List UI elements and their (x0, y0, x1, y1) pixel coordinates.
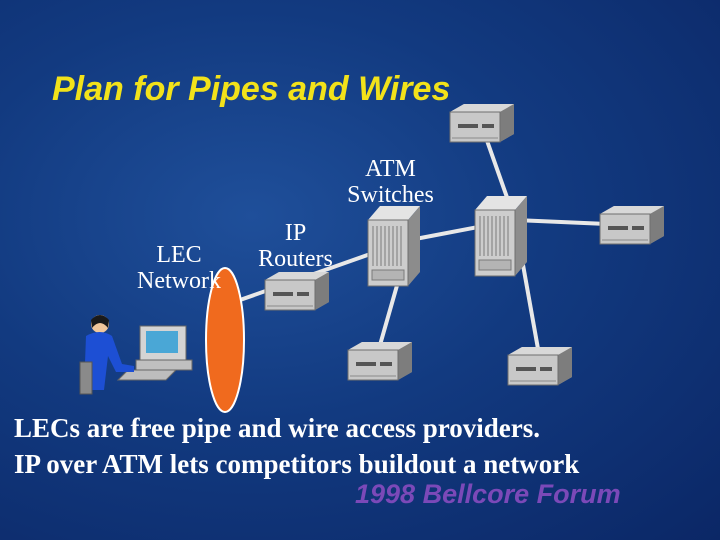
server-icon[interactable] (347, 341, 413, 381)
user-workstation-icon (79, 315, 193, 395)
atm-label-line: ATM (365, 156, 416, 182)
slide-title: Plan for Pipes and Wires (52, 70, 451, 108)
footer-text: 1998 Bellcore Forum (355, 479, 621, 509)
server-icon[interactable] (507, 346, 573, 386)
lec-boundary-ellipse (205, 267, 245, 413)
ip-label-line: IP (284, 220, 307, 246)
bullet-line: LECs are free pipe and wire access provi… (14, 413, 540, 443)
atm-switches-label: ATM Switches (338, 156, 443, 208)
ip-routers-label: IP Routers (243, 220, 348, 272)
server-icon[interactable] (449, 103, 515, 143)
lec-label-line: Network (137, 268, 221, 294)
atm-switch-icon[interactable] (367, 205, 421, 287)
ip-label-line: Routers (258, 246, 333, 272)
server-icon[interactable] (264, 271, 330, 311)
server-icon[interactable] (599, 205, 665, 245)
lec-label-line: LEC (156, 242, 202, 268)
lec-network-label: LEC Network (124, 242, 234, 294)
atm-switch-icon[interactable] (474, 195, 528, 277)
atm-label-line: Switches (347, 182, 434, 208)
bullet-line: IP over ATM lets competitors buildout a … (14, 449, 580, 479)
